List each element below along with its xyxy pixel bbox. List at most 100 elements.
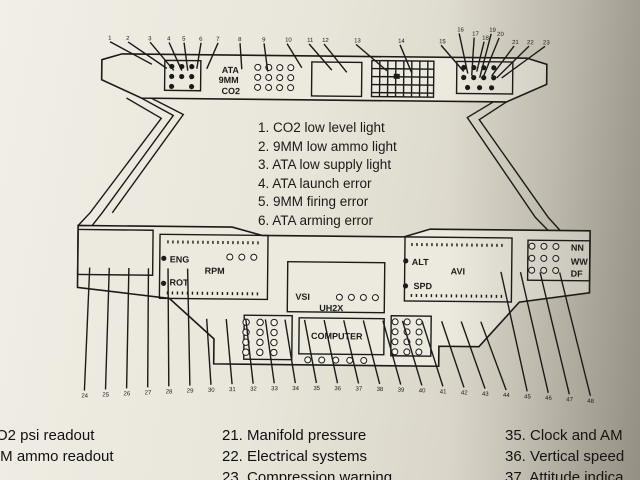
leader-line bbox=[206, 42, 219, 70]
callout-number-bottom: 39 bbox=[398, 388, 405, 394]
indicator-light bbox=[471, 75, 477, 81]
screw bbox=[242, 348, 250, 356]
leader-line bbox=[458, 33, 469, 74]
right-keypad bbox=[390, 315, 432, 357]
frame-right-inner bbox=[466, 101, 549, 231]
leader-line bbox=[323, 319, 339, 384]
screw bbox=[256, 318, 264, 327]
top-screen bbox=[310, 61, 363, 98]
screw bbox=[552, 254, 560, 262]
screw bbox=[270, 328, 278, 337]
leader-line bbox=[168, 42, 183, 71]
indicator-light bbox=[481, 75, 487, 81]
callout-number-bottom: 43 bbox=[482, 392, 489, 398]
indicator-light bbox=[477, 85, 483, 91]
screw bbox=[552, 242, 560, 250]
screw bbox=[270, 318, 278, 327]
leader-line bbox=[519, 271, 549, 393]
leader-line bbox=[501, 45, 546, 79]
screw bbox=[287, 64, 295, 72]
frame-left-outer bbox=[77, 97, 163, 226]
leader-line bbox=[104, 267, 110, 390]
screw bbox=[238, 253, 246, 261]
screw bbox=[226, 253, 234, 261]
screw bbox=[391, 338, 399, 346]
frame-right-outer bbox=[478, 101, 561, 231]
callout-number-top: 14 bbox=[398, 39, 405, 45]
leader-line bbox=[183, 42, 189, 71]
warning-light-legend: 1. CO2 low level light 2. 9MM low ammo l… bbox=[258, 119, 397, 231]
indicator-light bbox=[491, 75, 497, 81]
callout-number-top: 3 bbox=[148, 36, 152, 42]
callout-number-bottom: 46 bbox=[545, 396, 552, 402]
screw bbox=[347, 293, 355, 301]
top-right-light-block bbox=[455, 60, 514, 95]
legend-item: 3. ATA low supply light bbox=[258, 157, 392, 173]
callout-number-top: 18 bbox=[482, 36, 489, 42]
leader-line bbox=[83, 267, 91, 391]
callout-leader-lines bbox=[83, 33, 592, 397]
right-gauge-panel bbox=[403, 236, 513, 303]
callout-number-top: 20 bbox=[497, 32, 504, 38]
screw bbox=[270, 348, 278, 357]
leader-line bbox=[323, 43, 348, 73]
indicator-light bbox=[461, 64, 467, 71]
left-switch-bank bbox=[76, 228, 154, 276]
callout-number-bottom: 37 bbox=[355, 386, 362, 392]
label-vsi: VSI bbox=[295, 292, 310, 302]
screw bbox=[254, 63, 262, 71]
indicator-light bbox=[169, 73, 175, 80]
callout-number-bottom: 25 bbox=[102, 392, 109, 398]
leader-line bbox=[343, 320, 360, 384]
screw bbox=[304, 356, 312, 364]
legend-item: 1. CO2 low level light bbox=[258, 120, 385, 135]
callout-number-bottom: 32 bbox=[250, 387, 257, 393]
leader-line bbox=[167, 268, 170, 387]
callout-number-top: 5 bbox=[182, 37, 186, 43]
legend-item: 4. ATA launch error bbox=[258, 175, 372, 191]
leader-line bbox=[196, 42, 202, 69]
leader-line bbox=[245, 319, 254, 384]
indicator-light bbox=[189, 74, 195, 80]
callout-number-top: 6 bbox=[199, 37, 203, 43]
leader-line bbox=[476, 41, 485, 72]
callout-number-bottom: 35 bbox=[313, 386, 320, 392]
legend-item: 2. 9MM low ammo light bbox=[258, 138, 397, 154]
frame-left-inner bbox=[91, 97, 175, 227]
frame-left-inner2 bbox=[111, 97, 185, 214]
bottom-text-column-1: O2 psi readout IM ammo readout bbox=[0, 425, 114, 467]
screw bbox=[276, 74, 284, 82]
label-avi: AVI bbox=[451, 266, 465, 276]
callout-number-bottom: 34 bbox=[292, 386, 299, 392]
leader-line bbox=[109, 41, 153, 65]
callout-number-top: 15 bbox=[439, 39, 446, 45]
callout-number-top: 17 bbox=[472, 32, 479, 38]
screw bbox=[265, 73, 273, 81]
leader-line bbox=[440, 321, 465, 388]
computer-box bbox=[298, 317, 385, 356]
indicator-light bbox=[465, 84, 471, 91]
callout-number-top: 23 bbox=[543, 40, 550, 46]
label-rot: ROT bbox=[169, 277, 189, 287]
screw bbox=[415, 338, 423, 346]
leader-line bbox=[263, 43, 269, 72]
screw bbox=[552, 266, 560, 274]
indicator-light bbox=[461, 74, 467, 81]
callout-number-bottom: 40 bbox=[419, 388, 426, 394]
callout-number-bottom: 31 bbox=[229, 387, 236, 393]
callout-number-bottom: 42 bbox=[461, 390, 468, 396]
lower-console-outline bbox=[76, 224, 591, 368]
leader-line bbox=[421, 320, 444, 387]
indicator-light bbox=[189, 64, 195, 70]
leader-line bbox=[496, 45, 530, 79]
leader-line bbox=[186, 268, 191, 386]
indicator-light bbox=[188, 84, 195, 90]
leader-line bbox=[127, 41, 168, 69]
screw bbox=[256, 348, 264, 357]
screw bbox=[528, 242, 536, 250]
callout-number-top: 21 bbox=[512, 40, 519, 46]
top-left-light-block bbox=[163, 59, 202, 92]
label-df: DF bbox=[571, 269, 584, 279]
